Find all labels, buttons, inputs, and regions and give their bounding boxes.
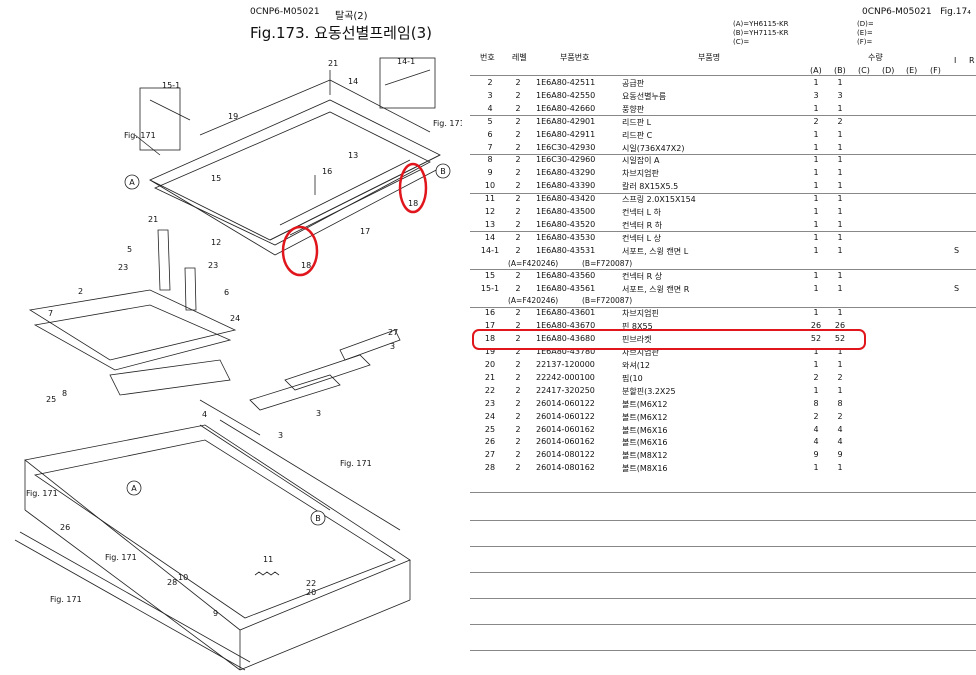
callout-fig171-e: Fig. 171 bbox=[105, 553, 137, 562]
callout-10: 10 bbox=[178, 573, 188, 582]
col-header-qty: 수량 bbox=[868, 53, 883, 62]
callout-25: 25 bbox=[46, 395, 56, 404]
callout-15: 15 bbox=[211, 174, 221, 183]
callout-24: 24 bbox=[230, 314, 240, 323]
callout-3b: 3 bbox=[316, 409, 321, 418]
marker-b-bottom bbox=[310, 510, 326, 526]
callout-3c: 3 bbox=[278, 431, 283, 440]
highlight-row-18 bbox=[472, 329, 866, 350]
callout-2: 2 bbox=[78, 287, 83, 296]
callout-21: 21 bbox=[328, 59, 338, 68]
callout-13: 13 bbox=[348, 151, 358, 160]
col-header-part-no: 부품번호 bbox=[560, 53, 590, 62]
model-list: (A)=YH6115-KR(B)=YH7115-KR(C)= bbox=[733, 20, 789, 46]
callout-19: 19 bbox=[228, 112, 238, 121]
callout-12: 12 bbox=[211, 238, 221, 247]
callout-28: 28 bbox=[167, 578, 177, 587]
callout-20: 20 bbox=[306, 588, 316, 597]
callout-14-1: 14-1 bbox=[397, 57, 415, 66]
callout-5: 5 bbox=[127, 245, 132, 254]
col-header-name: 부품명 bbox=[698, 53, 721, 62]
callout-15-1: 15-1 bbox=[162, 81, 180, 90]
svg-text:A: A bbox=[131, 484, 137, 493]
callout-fig171-b: Fig. 171 bbox=[433, 119, 462, 128]
callout-16: 16 bbox=[322, 167, 332, 176]
svg-text:B: B bbox=[440, 167, 446, 176]
callout-23b: 23 bbox=[208, 261, 218, 270]
callout-3a: 3 bbox=[390, 342, 395, 351]
svg-text:A: A bbox=[129, 178, 135, 187]
page-number: Fig.17₄ bbox=[940, 7, 971, 17]
callout-18b: 18 bbox=[301, 261, 311, 270]
document-code-right: 0CNP6-M05021 Fig.17₄ bbox=[862, 7, 971, 17]
marker-a-bottom bbox=[126, 480, 142, 496]
highlight-ellipse-top bbox=[398, 162, 428, 214]
callout-26: 26 bbox=[60, 523, 70, 532]
callout-fig171-c: Fig. 171 bbox=[340, 459, 372, 468]
callout-27: 27 bbox=[388, 328, 398, 337]
table-note-row: (A=F420246)(B=F720087) bbox=[508, 258, 633, 268]
marker-b-top bbox=[435, 163, 451, 179]
table-note-row: (A=F420246)(B=F720087) bbox=[508, 296, 633, 306]
callout-fig171-d: Fig. 171 bbox=[26, 489, 58, 498]
callout-8: 8 bbox=[62, 389, 67, 398]
callout-21b: 21 bbox=[148, 215, 158, 224]
highlight-ellipse-bottom bbox=[281, 225, 319, 277]
callout-14: 14 bbox=[348, 77, 358, 86]
callout-9: 9 bbox=[213, 609, 218, 618]
callout-22: 22 bbox=[306, 579, 316, 588]
svg-text:B: B bbox=[315, 514, 321, 523]
model-list-right: (D)=(E)=(F)= bbox=[857, 20, 874, 46]
document-code: 0CNP6-M05021 bbox=[250, 7, 320, 17]
callout-7: 7 bbox=[48, 309, 53, 318]
callout-11: 11 bbox=[263, 555, 273, 564]
callout-23a: 23 bbox=[118, 263, 128, 272]
page-title: Fig.173. 요동선별프레임(3) bbox=[250, 24, 433, 42]
callout-fig171-a: Fig. 171 bbox=[124, 131, 156, 140]
callout-17: 17 bbox=[360, 227, 370, 236]
callout-18a: 18 bbox=[408, 199, 418, 208]
callout-6: 6 bbox=[224, 288, 229, 297]
callout-4: 4 bbox=[202, 410, 207, 419]
col-header-level: 레벨 bbox=[512, 53, 527, 62]
col-header-no: 번호 bbox=[480, 53, 495, 62]
marker-a-top bbox=[124, 174, 140, 190]
callout-fig171-f: Fig. 171 bbox=[50, 595, 82, 604]
exploded-parts-drawing: 15-1 14-1 21 14 19 Fig. 171 Fig. 171 13 … bbox=[14, 57, 462, 671]
section-subtitle: 탈곡(2) bbox=[335, 11, 368, 22]
